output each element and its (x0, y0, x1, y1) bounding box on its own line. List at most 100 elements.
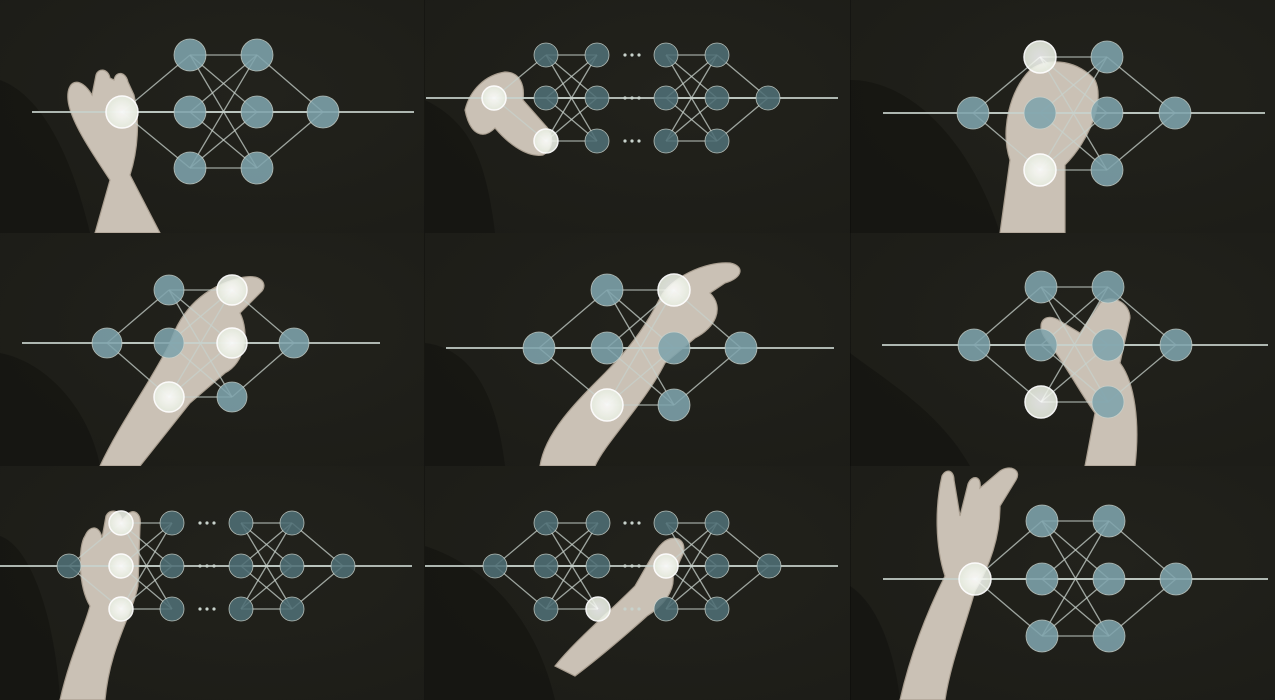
node (1091, 385, 1125, 419)
node (240, 38, 274, 72)
node-active (533, 128, 559, 154)
frame-3 (850, 0, 1275, 233)
ellipsis-dot (623, 564, 627, 568)
node (279, 510, 305, 536)
node-active (481, 85, 507, 111)
node-active (1023, 40, 1057, 74)
ellipsis-dot (637, 96, 641, 100)
sleeve (850, 80, 1000, 233)
sleeve (0, 536, 60, 700)
node-active (585, 596, 611, 622)
node (228, 596, 254, 622)
ellipsis-dot (630, 139, 634, 143)
node (533, 596, 559, 622)
sleeve (850, 353, 970, 466)
ellipsis-dot (637, 607, 641, 611)
node (653, 596, 679, 622)
ellipsis-dot (630, 96, 634, 100)
node (584, 128, 610, 154)
hand-gesture (425, 537, 685, 700)
ellipsis-dot (212, 607, 216, 611)
hand (999, 61, 1099, 233)
sleeve (425, 100, 495, 233)
neural-network-diagram (883, 504, 1268, 653)
frame-5 (425, 233, 850, 466)
connection-edge (665, 54, 718, 142)
node (1024, 270, 1058, 304)
hand (539, 262, 741, 466)
ellipsis-dot (630, 607, 634, 611)
connection-edge (168, 289, 233, 398)
node (173, 38, 207, 72)
ellipsis-dot (623, 139, 627, 143)
node (522, 331, 556, 365)
frame-1 (0, 0, 425, 233)
node (704, 553, 730, 579)
node (1092, 562, 1126, 596)
hand-gesture (425, 262, 741, 466)
ellipsis-dot (623, 96, 627, 100)
node (704, 85, 730, 111)
node-active (657, 273, 691, 307)
frame-scene (850, 233, 1275, 466)
node (704, 42, 730, 68)
node (704, 510, 730, 536)
neural-network-diagram (0, 510, 412, 622)
ellipsis-dot (198, 607, 202, 611)
node (306, 95, 340, 129)
node-active (1023, 153, 1057, 187)
sleeve (850, 586, 900, 700)
sleeve (0, 353, 100, 466)
node (533, 85, 559, 111)
node (1025, 562, 1059, 596)
node-active (590, 388, 624, 422)
node (1159, 328, 1193, 362)
node (584, 42, 610, 68)
connection-edge (665, 522, 718, 610)
frame-scene (0, 0, 425, 233)
node (1090, 96, 1124, 130)
node (153, 327, 185, 359)
ellipsis-dot (637, 521, 641, 525)
connection-edge (120, 522, 173, 610)
node (957, 328, 991, 362)
node (1025, 504, 1059, 538)
node (1159, 562, 1193, 596)
ellipsis-dot (212, 521, 216, 525)
frame-scene (850, 466, 1275, 700)
node (159, 553, 185, 579)
neural-network-diagram (32, 38, 414, 185)
node (1023, 96, 1057, 130)
sleeve (425, 343, 505, 466)
frame-4 (0, 233, 425, 466)
node-active (105, 95, 139, 129)
connection-edge (189, 54, 258, 169)
ellipsis-dot (205, 521, 209, 525)
connection-edge (545, 54, 598, 142)
node (173, 95, 207, 129)
node (159, 510, 185, 536)
sleeve (425, 546, 555, 700)
node (585, 510, 611, 536)
frame-7 (0, 466, 425, 700)
frame-2 (425, 0, 850, 233)
frame-6 (850, 233, 1275, 466)
ellipsis-dot (637, 564, 641, 568)
node (159, 596, 185, 622)
hand-gesture (850, 467, 1019, 700)
node-active (216, 274, 248, 306)
ellipsis-dot (630, 53, 634, 57)
node (1092, 619, 1126, 653)
node (533, 553, 559, 579)
node-active (1024, 385, 1058, 419)
node (657, 388, 691, 422)
ellipsis-dot (205, 607, 209, 611)
connection-edge (606, 289, 675, 406)
node (216, 381, 248, 413)
connection-edge (1041, 520, 1110, 637)
node (756, 553, 782, 579)
node (278, 327, 310, 359)
node-active (153, 381, 185, 413)
ellipsis-dot (637, 53, 641, 57)
neural-network-diagram (426, 42, 838, 154)
